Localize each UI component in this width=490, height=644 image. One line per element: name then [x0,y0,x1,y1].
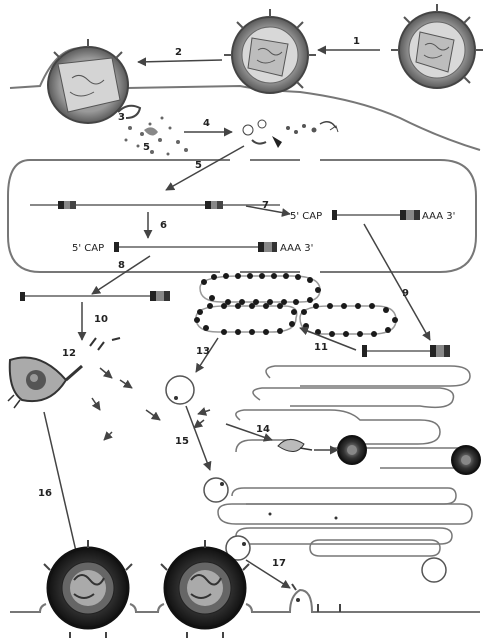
step-label-4: 4 [203,118,210,129]
polya-label-2: AAA 3' [280,243,313,254]
virion-fusing [48,39,128,123]
virion-free [391,4,483,88]
step-label-12: 12 [62,348,76,359]
arrow-step-9 [364,224,430,340]
step-label-14: 14 [256,424,270,435]
genomic-mrna: 5' CAP AAA 3' [72,242,313,254]
step-label-15: 15 [175,436,189,447]
uncoating-particles [118,106,188,156]
pre-integration-complex [243,120,338,148]
step-label-17: 17 [272,558,286,569]
step-label-3: 3 [118,112,125,123]
membrane-spikes [292,584,340,612]
golgi-apparatus [218,488,472,556]
step-label-16: 16 [38,488,52,499]
cap-label-2: 5' CAP [72,243,104,254]
step-label-6: 6 [160,220,167,231]
transport-vesicle-1 [166,376,194,404]
arrow-step-16 [44,412,78,560]
assembly-complex [278,439,338,451]
subgenomic-mrna-cytoplasm [362,345,450,357]
arrow-step-2 [138,60,222,62]
budding-virion-1 [44,540,132,638]
virion-attaching [224,9,316,93]
arrow-step-5 [166,146,244,190]
step-label-11: 11 [314,342,328,353]
step-label-9: 9 [402,288,409,299]
cap-label-1: 5' CAP [290,211,322,222]
cytoplasmic-body [8,358,82,409]
step-label-1: 1 [353,36,360,47]
step-label-2: 2 [175,47,182,58]
integrated-provirus [30,201,280,209]
step-label-5b: 5 [195,160,202,171]
rna-fragments [90,338,120,350]
scattered-arrows [92,368,210,440]
step-label-8: 8 [118,260,125,271]
step-label-5a: 5 [143,142,150,153]
arrow-step-11 [300,328,356,350]
spliced-mrna: 5' CAP AAA 3' [290,210,455,222]
step-label-7: 7 [262,200,269,211]
step-label-13: 13 [196,346,210,357]
arrow-step-15 [186,406,210,470]
step-label-10: 10 [94,314,108,325]
polysomes [194,273,398,337]
polya-label-1: AAA 3' [422,211,455,222]
